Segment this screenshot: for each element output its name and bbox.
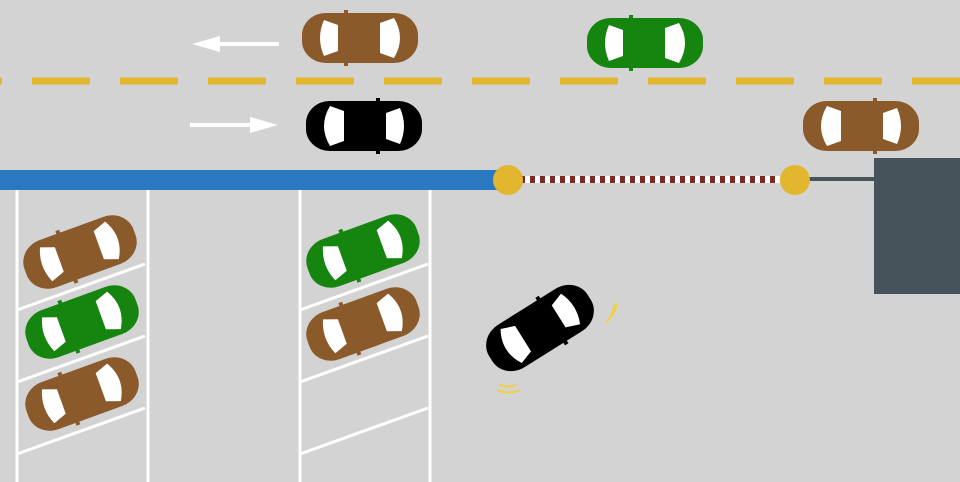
parking-lines bbox=[15, 190, 432, 482]
wheel-turn-indicator bbox=[496, 302, 618, 394]
rear-window bbox=[605, 25, 623, 61]
barrier-post-right bbox=[780, 165, 810, 195]
cars-layer bbox=[23, 10, 919, 431]
car-body bbox=[302, 13, 418, 63]
parked-green-car-1 bbox=[25, 285, 139, 359]
parked-brown-car-3 bbox=[306, 287, 420, 361]
brown-car-lane-top bbox=[302, 10, 418, 66]
rear-window bbox=[322, 319, 347, 354]
rear-window bbox=[320, 20, 338, 56]
green-car-lane-top bbox=[587, 15, 703, 71]
black-car-lane-bottom bbox=[306, 98, 422, 154]
parked-green-car-2 bbox=[306, 214, 420, 288]
windshield bbox=[376, 293, 403, 332]
curb bbox=[0, 170, 508, 190]
rear-window bbox=[551, 293, 581, 328]
windshield bbox=[93, 221, 120, 260]
windshield bbox=[324, 106, 344, 146]
barrier-post-left bbox=[493, 165, 523, 195]
brown-car-lane-bottom bbox=[803, 98, 919, 154]
toll-booth bbox=[874, 158, 960, 294]
windshield bbox=[665, 23, 685, 63]
windshield bbox=[376, 220, 403, 259]
windshield bbox=[821, 106, 841, 146]
windshield bbox=[500, 325, 531, 363]
parked-brown-car-1 bbox=[23, 215, 137, 289]
rear-window bbox=[41, 317, 66, 352]
windshield bbox=[95, 363, 122, 402]
windshield bbox=[95, 291, 122, 330]
rear-window bbox=[39, 247, 64, 282]
barrier-gate bbox=[522, 176, 780, 183]
rear-window bbox=[883, 108, 901, 144]
parked-brown-car-2 bbox=[25, 357, 139, 431]
car-body bbox=[803, 101, 919, 151]
player-black-car[interactable] bbox=[476, 274, 604, 383]
rear-window bbox=[386, 108, 404, 144]
right-arrow-icon bbox=[190, 117, 278, 133]
car-body bbox=[587, 18, 703, 68]
left-arrow-icon bbox=[192, 36, 279, 52]
rear-window bbox=[41, 389, 66, 424]
rear-window bbox=[322, 246, 347, 281]
windshield bbox=[380, 18, 400, 58]
car-body bbox=[306, 101, 422, 151]
